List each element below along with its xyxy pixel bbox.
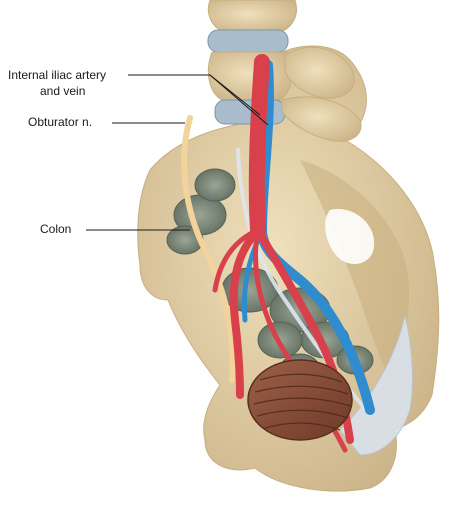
transverse-process	[284, 46, 355, 99]
obturator-nerve	[181, 115, 236, 383]
internal-iliac-artery	[248, 54, 270, 238]
sacral-foramen	[325, 209, 375, 264]
label-internal-iliac-continued: and vein	[40, 84, 86, 98]
vertebra-upper	[207, 0, 297, 33]
leader-iliac-vein	[209, 74, 269, 126]
artery-branch-anterior	[229, 226, 262, 399]
piriformis-muscle	[247, 359, 353, 441]
label-colon: Colon	[40, 222, 72, 236]
artery-branch-lateral	[212, 227, 261, 293]
vertebra-middle	[207, 51, 293, 101]
label-internal-iliac: Internal iliac artery	[8, 68, 107, 82]
disc-upper	[207, 29, 289, 53]
transverse-process-lower	[281, 96, 362, 142]
disc-lower	[214, 99, 286, 125]
label-obturator-nerve: Obturator n.	[28, 115, 93, 129]
sacrospinous-ligament	[339, 314, 413, 456]
